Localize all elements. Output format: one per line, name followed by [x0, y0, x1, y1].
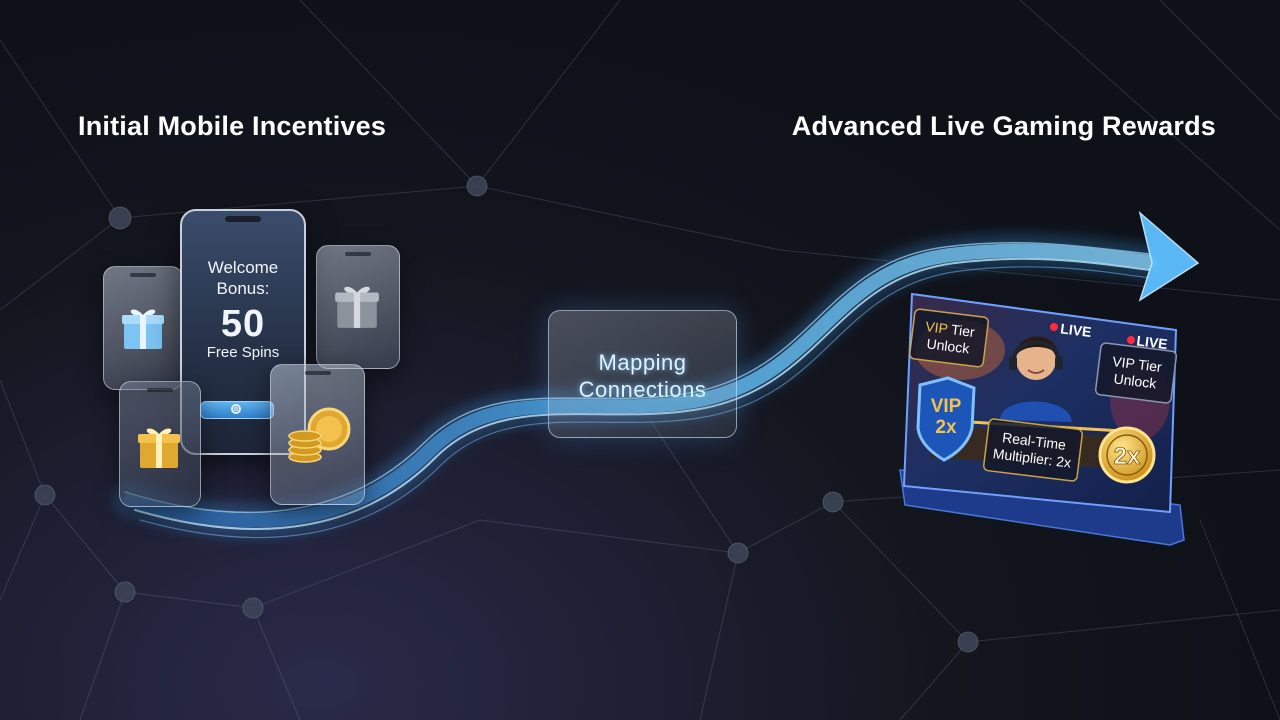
- mapping-connections-label: Mapping Connections: [578, 350, 707, 402]
- coin-label: 2x: [1114, 443, 1141, 470]
- arrow-icon: [1138, 210, 1200, 302]
- welcome-bonus-label: Welcome Bonus:: [207, 258, 279, 298]
- shield-label-2x: 2x: [935, 417, 957, 438]
- free-spins-label: Free Spins: [206, 344, 280, 361]
- mapping-connections-card: Mapping Connections: [548, 310, 737, 438]
- gift-icon: [335, 286, 379, 328]
- live-dot-icon: [1050, 323, 1058, 331]
- live-badge-1: LIVE: [1060, 320, 1093, 340]
- claim-button[interactable]: ◎: [200, 401, 274, 419]
- vip-tier-left-line2: Unlock: [926, 335, 971, 356]
- glass-card-gift-blue: [103, 266, 183, 390]
- heading-initial-incentives: Initial Mobile Incentives: [78, 111, 387, 141]
- live-dot-icon: [1127, 336, 1135, 344]
- live-badge-2: LIVE: [1136, 332, 1169, 352]
- gift-icon: [138, 428, 180, 468]
- coin-stack-icon: [288, 407, 351, 463]
- shield-icon: [916, 376, 976, 462]
- glass-card-coins: [270, 364, 365, 505]
- glass-card-gift-gold: [119, 381, 201, 507]
- bonus-amount: 50: [220, 303, 266, 345]
- spin-icon: ◎: [231, 404, 241, 414]
- heading-live-rewards: Advanced Live Gaming Rewards: [791, 111, 1216, 141]
- vip-tier-left-line1: VIP Tier: [925, 318, 976, 340]
- vip-tier-right-line2: Unlock: [1113, 370, 1158, 391]
- multiplier-line1: Real-Time: [1001, 429, 1067, 453]
- gift-icon: [122, 309, 164, 349]
- avatar-with-headset-icon: [1000, 336, 1072, 422]
- shield-label-vip: VIP: [931, 396, 962, 417]
- vip-tier-right-line1: VIP Tier: [1112, 353, 1163, 375]
